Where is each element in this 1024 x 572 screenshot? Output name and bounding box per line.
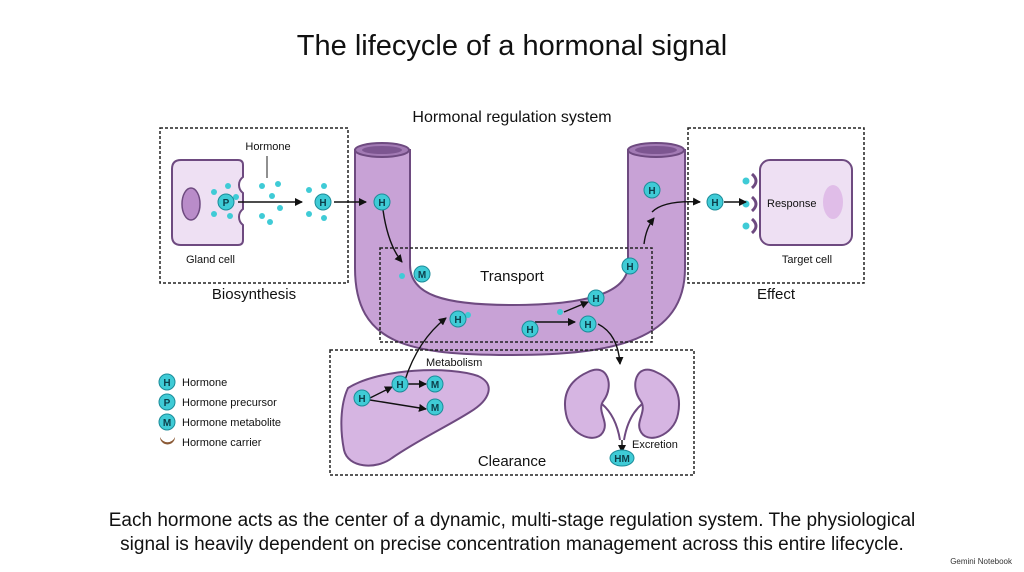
hormone-molecule: H <box>314 193 332 211</box>
clearance-box <box>329 349 695 476</box>
response-label: Response <box>767 198 817 210</box>
legend-item-carrier: Hormone carrier <box>160 437 262 449</box>
hormone-molecule: H <box>643 181 661 199</box>
metabolism-label: Metabolism <box>426 357 482 369</box>
svg-text:H: H <box>378 198 385 209</box>
svg-text:HM: HM <box>614 454 630 465</box>
svg-text:Hormone metabolite: Hormone metabolite <box>182 417 281 429</box>
svg-text:Hormone: Hormone <box>182 377 227 389</box>
gland-cell-label: Gland cell <box>186 254 235 266</box>
hormone-molecule: H <box>449 310 467 328</box>
hormone-molecule: H <box>373 193 391 211</box>
effect-box <box>687 127 865 284</box>
svg-text:M: M <box>163 418 171 429</box>
metabolite-molecule: M <box>413 265 431 283</box>
biosynthesis-box <box>159 127 349 284</box>
caption-line-2: signal is heavily dependent on precise c… <box>120 534 904 555</box>
svg-text:H: H <box>396 380 403 391</box>
svg-text:H: H <box>592 294 599 305</box>
excretion-label: Excretion <box>632 439 678 451</box>
footer-credit: Gemini Notebook <box>950 557 1012 566</box>
svg-text:H: H <box>358 394 365 405</box>
hormone-molecule: H <box>521 320 539 338</box>
svg-text:P: P <box>223 198 230 209</box>
svg-text:H: H <box>584 320 591 331</box>
svg-text:H: H <box>454 315 461 326</box>
hormone-label: Hormone <box>245 141 290 153</box>
molecule-markers: P H H M H H H H H H H H H M M HM <box>217 181 724 467</box>
target-cell-label: Target cell <box>782 254 832 266</box>
svg-text:P: P <box>164 398 171 409</box>
gland-cell <box>171 159 244 246</box>
precursor-molecule: P <box>217 193 235 211</box>
hormone-molecule: H <box>579 315 597 333</box>
hormone-molecule: H <box>621 257 639 275</box>
legend-item-precursor: P Hormone precursor <box>158 393 277 411</box>
svg-text:M: M <box>431 380 439 391</box>
stage-label-effect: Effect <box>757 286 796 303</box>
hormone-dots <box>211 177 750 318</box>
hormone-molecule: H <box>391 375 409 393</box>
target-cell <box>759 159 853 246</box>
flow-arrows <box>238 197 747 453</box>
svg-text:H: H <box>163 378 170 389</box>
stage-label-transport: Transport <box>480 268 544 285</box>
svg-text:M: M <box>431 403 439 414</box>
svg-text:H: H <box>711 198 718 209</box>
svg-text:H: H <box>648 186 655 197</box>
svg-text:Hormone carrier: Hormone carrier <box>182 437 262 449</box>
svg-text:Hormone precursor: Hormone precursor <box>182 397 277 409</box>
legend-item-hormone: H Hormone <box>158 373 227 391</box>
metabolite-molecule: M <box>426 398 444 416</box>
svg-text:M: M <box>418 270 426 281</box>
caption: Each hormone acts as the center of a dyn… <box>0 509 1024 557</box>
metabolite-molecule: M <box>426 375 444 393</box>
hormone-molecule: H <box>587 289 605 307</box>
caption-line-1: Each hormone acts as the center of a dyn… <box>108 510 916 531</box>
legend-item-metabolite: M Hormone metabolite <box>158 413 281 431</box>
excreted-molecule: HM <box>609 449 635 467</box>
svg-text:H: H <box>526 325 533 336</box>
stage-label-biosynthesis: Biosynthesis <box>212 286 296 303</box>
hormone-molecule: H <box>353 389 371 407</box>
diagram-title: The lifecycle of a hormonal signal <box>296 30 728 62</box>
carrier-icon <box>160 437 175 445</box>
svg-text:H: H <box>319 198 326 209</box>
receptor-icons <box>750 172 758 235</box>
blood-vessel-tube <box>354 142 686 357</box>
legend: H Hormone P Hormone precursor M Hormone … <box>158 373 281 449</box>
stage-label-clearance: Clearance <box>478 453 546 470</box>
system-label: Hormonal regulation system <box>412 109 611 126</box>
hormone-molecule: H <box>706 193 724 211</box>
transport-box <box>379 247 653 343</box>
svg-text:H: H <box>626 262 633 273</box>
kidneys-icon <box>564 368 680 441</box>
